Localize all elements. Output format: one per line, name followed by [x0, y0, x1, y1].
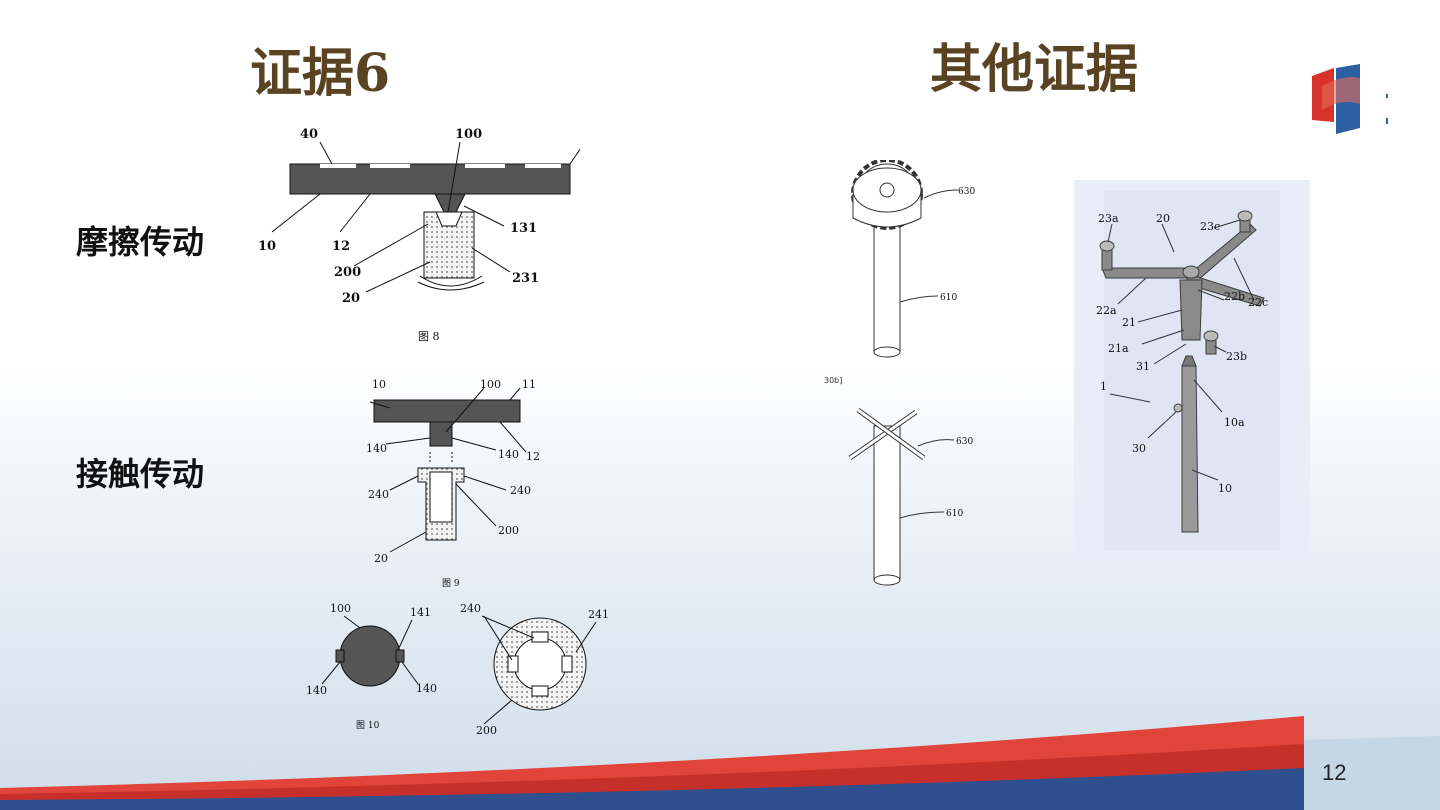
spider-label-22c: 22c: [1248, 296, 1268, 309]
fig9-label-240-right: 240: [510, 484, 531, 497]
fig10-caption: 图 10: [356, 720, 380, 731]
fig8-label-131: 131: [510, 221, 537, 236]
fig9-label-10: 10: [372, 378, 386, 391]
spider-label-1: 1: [1100, 380, 1107, 393]
fig8-label-200: 200: [334, 265, 361, 280]
fig10-label-100: 100: [330, 602, 351, 615]
spider-label-23b: 23b: [1226, 350, 1247, 363]
fig10-label-140-right: 140: [416, 682, 437, 695]
fig9-label-140-left: 140: [366, 442, 387, 455]
figure-10-diagram: 100 141 140 140 240 241 200 图 10: [306, 602, 609, 737]
fig8-label-100: 100: [455, 127, 482, 142]
gear-label-630: 630: [958, 187, 975, 197]
spider-probe-diagram: 23a 20 23c 22a 22b 22c 21 21a 31 23b 1 1…: [1074, 180, 1310, 560]
cross-shaft-diagram: 630 610: [848, 407, 973, 586]
fig8-label-231: 231: [512, 271, 539, 286]
spider-label-23a: 23a: [1098, 212, 1119, 225]
cross-label-630: 630: [956, 437, 973, 447]
spider-label-22b: 22b: [1224, 290, 1245, 303]
fig8-label-10: 10: [258, 239, 276, 254]
spider-label-10a: 10a: [1224, 416, 1245, 429]
label-friction-drive: 摩擦传动: [76, 223, 205, 261]
mid-caption: 30b]: [824, 376, 843, 385]
fig9-caption: 图 9: [442, 578, 460, 589]
page-number: 12: [1322, 760, 1347, 785]
spider-label-20: 20: [1156, 212, 1170, 225]
logo-icon: [1312, 64, 1388, 134]
title-evidence-6: 证据6: [250, 43, 391, 104]
spider-label-30: 30: [1132, 442, 1146, 455]
fig9-label-140-right: 140: [498, 448, 519, 461]
fig9-label-200: 200: [498, 524, 519, 537]
fig8-label-12: 12: [332, 239, 350, 254]
fig10-label-241: 241: [588, 608, 609, 621]
gear-label-610: 610: [940, 293, 957, 303]
cross-label-610: 610: [946, 509, 963, 519]
title-other-evidence: 其他证据: [930, 39, 1139, 100]
fig9-label-11: 11: [522, 378, 536, 391]
figure-8-diagram: 40 100 11 10 12 131 200 231 20 图 8: [258, 127, 580, 343]
fig10-label-200: 200: [476, 724, 497, 737]
fig8-label-40: 40: [300, 127, 318, 142]
fig9-label-20: 20: [374, 552, 388, 565]
spider-label-21: 21: [1122, 316, 1136, 329]
spider-label-22a: 22a: [1096, 304, 1117, 317]
gear-shaft-diagram: 630 610: [851, 160, 975, 358]
fig10-label-140-left: 140: [306, 684, 327, 697]
spider-label-10: 10: [1218, 482, 1232, 495]
fig10-label-141: 141: [410, 606, 431, 619]
fig10-label-240: 240: [460, 602, 481, 615]
fig9-label-12: 12: [526, 450, 540, 463]
spider-label-23c: 23c: [1200, 220, 1220, 233]
fig8-label-20: 20: [342, 291, 360, 306]
fig8-caption: 图 8: [418, 330, 440, 343]
fig9-label-100: 100: [480, 378, 501, 391]
figure-9-diagram: 10 100 11 140 140 12 240 240 200 20 图 9: [366, 378, 540, 589]
label-contact-drive: 接触传动: [76, 455, 205, 493]
spider-label-21a: 21a: [1108, 342, 1129, 355]
bottom-swoosh: [0, 716, 1440, 810]
spider-label-31: 31: [1136, 360, 1150, 373]
fig9-label-240-left: 240: [368, 488, 389, 501]
